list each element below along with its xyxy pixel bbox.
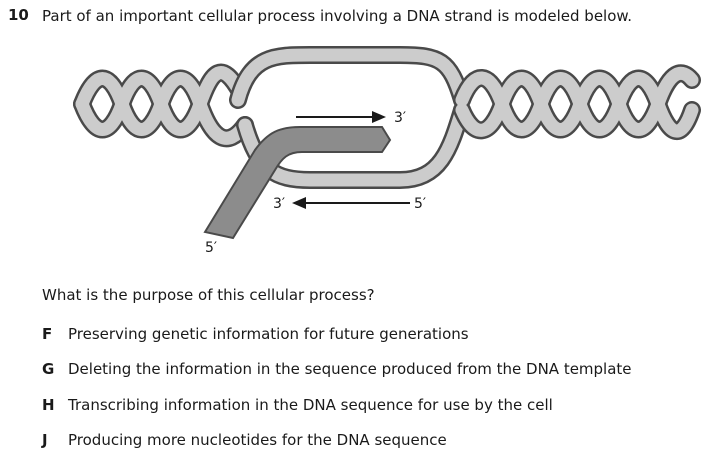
label-top-3prime: 3′: [394, 110, 406, 126]
dna-transcription-diagram: 3′ 3′ 5′ 5′: [73, 46, 701, 256]
answer-choice-j[interactable]: J Producing more nucleotides for the DNA …: [42, 431, 447, 449]
top-direction-arrow: [296, 111, 386, 123]
answer-choice-g[interactable]: G Deleting the information in the sequenc…: [42, 360, 632, 378]
choice-letter: H: [42, 396, 55, 414]
choice-letter: J: [42, 431, 48, 449]
new-strand: [203, 126, 392, 240]
answer-choice-f[interactable]: F Preserving genetic information for futu…: [42, 325, 469, 343]
choice-text: Preserving genetic information for futur…: [68, 325, 469, 343]
choice-letter: F: [42, 325, 53, 343]
choice-letter: G: [42, 360, 55, 378]
choice-text: Transcribing information in the DNA sequ…: [68, 396, 553, 414]
label-bottom-5prime: 5′: [414, 196, 426, 212]
bottom-direction-arrow: [292, 197, 410, 209]
label-new-strand-5prime: 5′: [205, 240, 217, 256]
question-number: 10: [8, 6, 29, 24]
question-prompt: What is the purpose of this cellular pro…: [42, 286, 375, 304]
label-bottom-3prime: 3′: [273, 196, 285, 212]
answer-choice-h[interactable]: H Transcribing information in the DNA seq…: [42, 396, 553, 414]
choice-text: Deleting the information in the sequence…: [68, 360, 632, 378]
choice-text: Producing more nucleotides for the DNA s…: [68, 431, 447, 449]
question-stem: Part of an important cellular process in…: [42, 7, 633, 25]
dna-double-helix: [73, 46, 701, 189]
